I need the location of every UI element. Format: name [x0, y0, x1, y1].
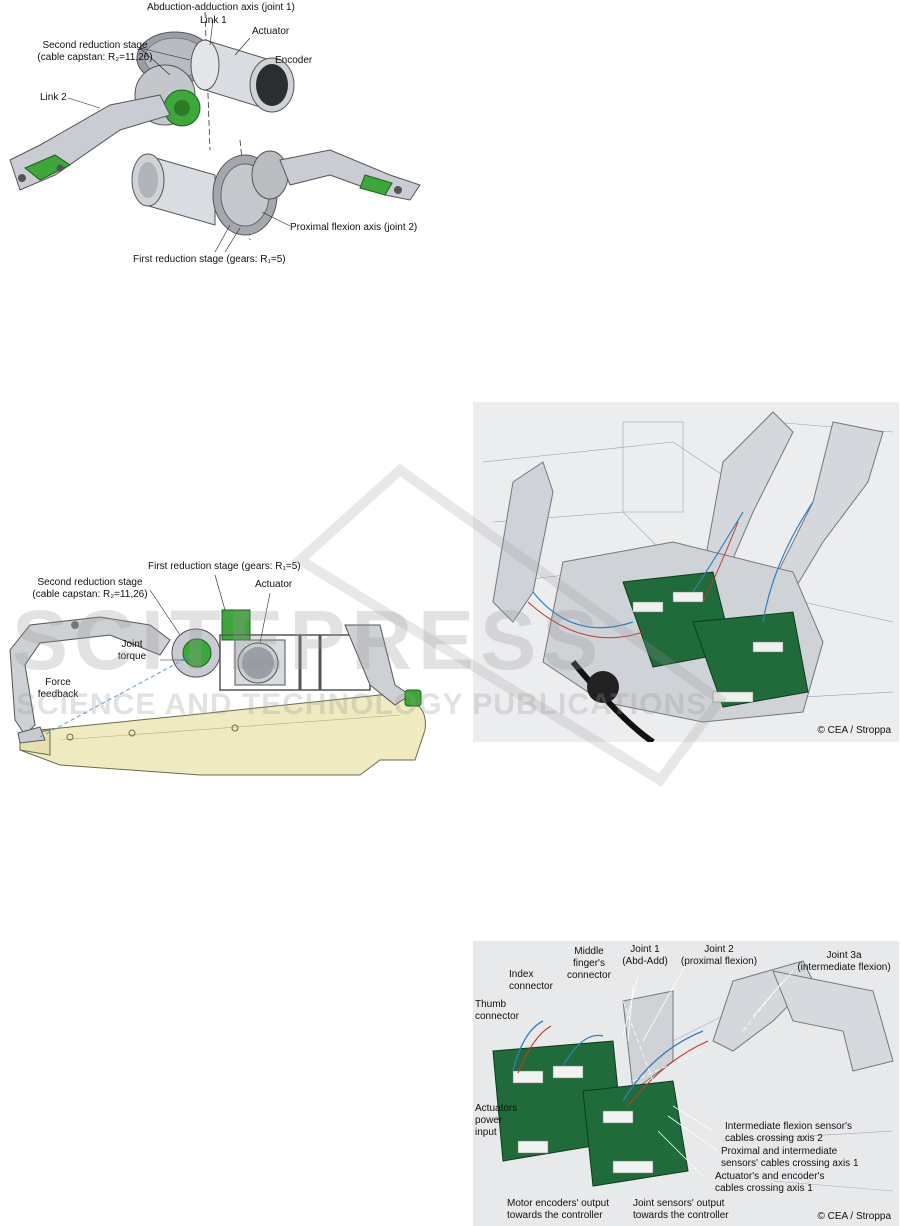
joint3a-line1: Joint 3a: [826, 950, 862, 961]
actuator-encoder-line2: cables crossing axis 1: [715, 1183, 813, 1194]
second-stage-b-line2: (cable capstan: R₂=11,26): [32, 589, 148, 600]
force-feedback-label: Force feedback: [28, 677, 88, 701]
joint-sensors-label: Joint sensors' output towards the contro…: [633, 1198, 729, 1222]
device-photo-top-drawing: [473, 402, 899, 742]
upper-actuator: [190, 39, 295, 113]
index-connector-line1: Index: [509, 969, 534, 980]
actuator-encoder-line1: Actuator's and encoder's: [715, 1171, 825, 1182]
actuators-power-line1: Actuators: [475, 1103, 518, 1114]
cad-side-drawing: [9, 574, 426, 776]
joint-sensors-line1: Joint sensors' output: [633, 1198, 725, 1209]
thumb-connector-line1: Thumb: [475, 999, 507, 1010]
joint2-line2: (proximal flexion): [680, 956, 758, 967]
force-feedback-line2: feedback: [37, 689, 79, 700]
handle-body: [19, 694, 426, 776]
proximal-intermediate-line2: sensors' cables crossing axis 1: [721, 1158, 859, 1169]
joint-torque-label: Joint torque: [102, 639, 162, 663]
proximal-intermediate-line1: Proximal and intermediate: [721, 1146, 838, 1157]
middle-connector-label: Middle finger's connector: [559, 946, 619, 982]
joint2-line1: Joint 2: [704, 944, 734, 955]
actuator-encoder-label: Actuator's and encoder's cables crossing…: [715, 1171, 824, 1195]
second-stage-label-b: Second reduction stage (cable capstan: R…: [20, 577, 160, 601]
joint3a-label: Joint 3a (intermediate flexion): [789, 950, 899, 974]
index-connector-label: Index connector: [509, 969, 553, 993]
lower-actuator: [131, 153, 216, 226]
intermediate-sensor-label: Intermediate flexion sensor's cables cro…: [725, 1121, 852, 1145]
force-feedback-line1: Force: [45, 677, 71, 688]
device-photo-bottom: Middle finger's connector Joint 1 (Abd-A…: [473, 941, 899, 1226]
first-stage-label-b: First reduction stage (gears: R₁=5): [148, 561, 301, 572]
intermediate-sensor-line2: cables crossing axis 2: [725, 1133, 823, 1144]
cad-isometric-figure: Abduction-adduction axis (joint 1) Link …: [0, 0, 430, 268]
link1-label: Link 1: [200, 15, 227, 26]
motor-encoders-line2: towards the controller: [507, 1210, 603, 1221]
joint-torque-line1: Joint: [121, 639, 143, 650]
first-stage-label: First reduction stage (gears: R₁=5): [133, 254, 286, 265]
actuators-power-line2: power: [475, 1115, 503, 1126]
joint1-label: Joint 1 (Abd-Add): [615, 944, 675, 968]
proximal-axis-label: Proximal flexion axis (joint 2): [290, 222, 418, 233]
second-stage-b-line1: Second reduction stage: [37, 577, 143, 588]
actuators-power-label: Actuators power input: [475, 1103, 517, 1139]
actuator-label-b: Actuator: [255, 579, 293, 590]
middle-connector-line1: Middle: [574, 946, 604, 957]
actuator-label: Actuator: [252, 26, 290, 37]
intermediate-sensor-line1: Intermediate flexion sensor's: [725, 1121, 852, 1132]
joint3a-line2: (intermediate flexion): [797, 962, 891, 973]
motor-encoders-label: Motor encoders' output towards the contr…: [507, 1198, 609, 1222]
second-stage-line2: (cable capstan: R₂=11,26): [37, 52, 153, 63]
device-photo-top: © CEA / Stroppa: [473, 402, 899, 742]
joint2-label: Joint 2 (proximal flexion): [669, 944, 769, 968]
index-connector-line2: connector: [509, 981, 553, 992]
second-stage-label: Second reduction stage (cable capstan: R…: [30, 40, 160, 64]
actuators-power-line3: input: [475, 1127, 497, 1138]
photo-bottom-credit: © CEA / Stroppa: [817, 1211, 891, 1222]
photo-top-credit: © CEA / Stroppa: [817, 725, 891, 736]
joint1-line2: (Abd-Add): [622, 956, 668, 967]
joint1-line1: Joint 1: [630, 944, 660, 955]
thumb-connector-label: Thumb connector: [475, 999, 519, 1023]
middle-connector-line2: finger's: [573, 958, 605, 969]
cad-side-figure: First reduction stage (gears: R₁=5) Seco…: [0, 555, 440, 805]
joint-sensors-line2: towards the controller: [633, 1210, 729, 1221]
device-photo-bottom-drawing: [473, 941, 899, 1226]
link2-label: Link 2: [40, 92, 67, 103]
abd-axis-label: Abduction-adduction axis (joint 1): [147, 2, 295, 13]
cad-isometric-drawing: [9, 11, 421, 253]
joint-torque-line2: torque: [117, 651, 147, 662]
motor-encoders-line1: Motor encoders' output: [507, 1198, 609, 1209]
thumb-connector-line2: connector: [475, 1011, 519, 1022]
encoder-label: Encoder: [275, 55, 313, 66]
middle-connector-line3: connector: [567, 970, 611, 981]
second-stage-line1: Second reduction stage: [42, 40, 148, 51]
proximal-intermediate-label: Proximal and intermediate sensors' cable…: [721, 1146, 859, 1170]
